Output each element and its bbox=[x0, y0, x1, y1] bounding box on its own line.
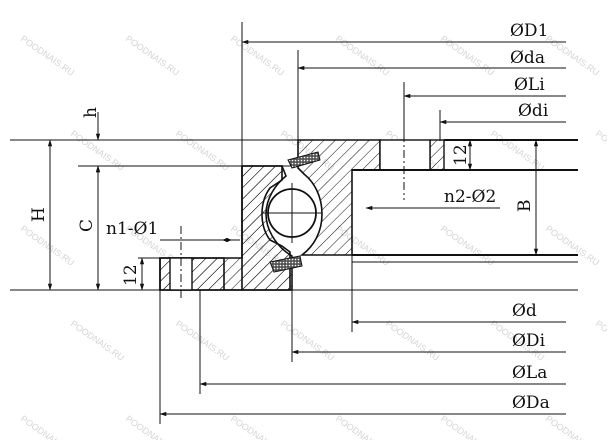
outer-ring-body bbox=[159, 165, 293, 291]
watermark-text: POODNAIS.RU bbox=[334, 413, 391, 440]
watermark-text: POODNAIS.RU bbox=[279, 318, 336, 362]
watermark-text: POODNAIS.RU bbox=[19, 413, 76, 440]
watermark-text: POODNAIS.RU bbox=[124, 33, 181, 77]
watermark-text: POODNAIS.RU bbox=[19, 33, 76, 77]
outer-ring bbox=[159, 165, 293, 298]
watermark-text: POODNAIS.RU bbox=[544, 223, 601, 267]
watermark-text: POODNAIS.RU bbox=[124, 413, 181, 440]
watermark-text: POODNAIS.RU bbox=[594, 318, 607, 362]
label-c: C bbox=[77, 219, 97, 232]
label-da-bottom: ØDa bbox=[512, 393, 550, 413]
watermark-text: POODNAIS.RU bbox=[69, 318, 126, 362]
label-di-bottom: ØDi bbox=[512, 331, 546, 351]
label-di: Ødi bbox=[518, 101, 549, 121]
label-twelve-top: 12 bbox=[451, 144, 471, 166]
label-d: Ød bbox=[512, 301, 537, 321]
label-li: ØLi bbox=[514, 75, 545, 95]
watermark-text: POODNAIS.RU bbox=[174, 318, 231, 362]
watermark-text: POODNAIS.RU bbox=[489, 128, 546, 172]
watermark-text: POODNAIS.RU bbox=[229, 413, 286, 440]
dimension-labels: ØD1 Øda ØLi Ødi Ød ØDi ØLa ØDa n2-Ø2 n1-… bbox=[29, 21, 550, 413]
watermark-text: POODNAIS.RU bbox=[594, 128, 607, 172]
label-h-total: H bbox=[29, 207, 49, 222]
label-n2: n2-Ø2 bbox=[444, 187, 496, 207]
watermark-text: POODNAIS.RU bbox=[19, 223, 76, 267]
watermark-text: POODNAIS.RU bbox=[229, 33, 286, 77]
label-b: B bbox=[515, 200, 535, 213]
ball-element bbox=[262, 183, 322, 243]
watermark-text: POODNAIS.RU bbox=[544, 33, 601, 77]
watermark-text: POODNAIS.RU bbox=[544, 413, 601, 440]
inner-ring-body bbox=[297, 139, 381, 256]
label-twelve-bottom: 12 bbox=[121, 264, 141, 286]
bottom-dimension-lines bbox=[159, 170, 566, 424]
watermark-text: POODNAIS.RU bbox=[439, 413, 496, 440]
label-n1: n1-Ø1 bbox=[106, 219, 158, 239]
label-d1: ØD1 bbox=[510, 21, 548, 41]
watermark-text: POODNAIS.RU bbox=[439, 33, 496, 77]
inner-tooth-band bbox=[429, 139, 445, 171]
watermark-text: POODNAIS.RU bbox=[334, 33, 391, 77]
label-h: h bbox=[81, 107, 101, 118]
top-dimension-lines bbox=[241, 22, 566, 290]
inner-mounting-hole bbox=[379, 139, 431, 171]
bottom-seal bbox=[269, 255, 303, 273]
top-seal bbox=[287, 151, 321, 169]
inner-ring bbox=[160, 86, 578, 291]
watermark-text: POODNAIS.RU bbox=[384, 318, 441, 362]
label-da: Øda bbox=[510, 48, 545, 68]
seals bbox=[269, 151, 321, 273]
watermark-text: POODNAIS.RU bbox=[439, 223, 496, 267]
label-la: ØLa bbox=[512, 363, 547, 383]
